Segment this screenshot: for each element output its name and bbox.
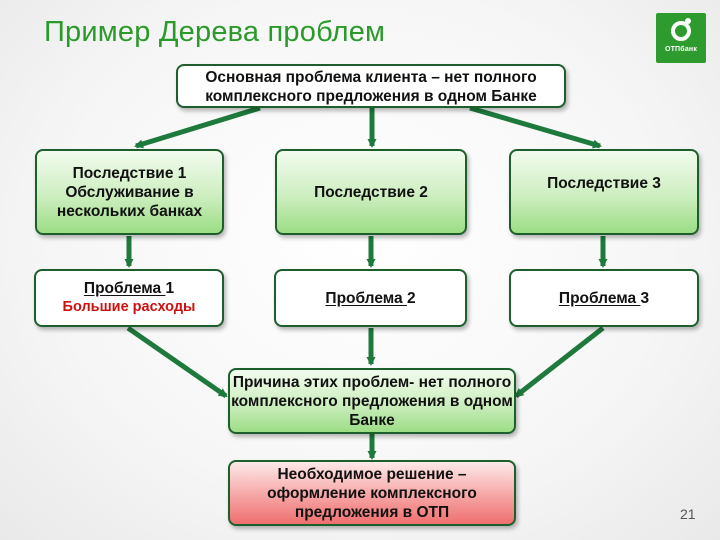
arrow-main-to-consequence-1 <box>134 105 261 149</box>
otp-logo-icon <box>671 18 691 41</box>
consequence-1-detail: Обслуживание в нескольких банках <box>56 183 203 220</box>
arrow-problem-3-to-cause <box>514 326 605 398</box>
problem-1-box: Проблема 1 Большие расходы <box>34 269 224 327</box>
page-number: 21 <box>680 506 696 522</box>
consequence-2-title: Последствие 2 <box>314 183 428 201</box>
solution-text: Необходимое решение – оформление комплек… <box>267 465 477 521</box>
consequence-3-title: Последствие 3 <box>547 175 661 192</box>
arrow-main-to-consequence-3 <box>469 105 602 149</box>
problem-3-label: Проблема <box>558 289 641 307</box>
solution-box: Необходимое решение – оформление комплек… <box>228 460 516 526</box>
problem-3-number: 3 <box>640 289 650 307</box>
main-problem-box: Основная проблема клиента – нет полного … <box>176 64 566 108</box>
main-problem-text: Основная проблема клиента – нет полного … <box>205 69 537 105</box>
cause-box: Причина этих проблем- нет полного компле… <box>228 368 516 434</box>
page-title: Пример Дерева проблем <box>44 16 386 48</box>
otp-bank-logo: ОТПбанк <box>656 13 706 63</box>
problem-2-box: Проблема 2 <box>274 269 467 327</box>
consequence-2-box: Последствие 2 <box>275 149 467 235</box>
problem-3-heading: Проблема 3 <box>559 289 649 308</box>
arrow-problem-1-to-cause <box>126 325 228 399</box>
problem-1-number: 1 <box>165 280 175 297</box>
problem-1-detail: Большие расходы <box>62 299 196 315</box>
problem-2-number: 2 <box>406 289 416 307</box>
problem-1-label: Проблема <box>83 280 166 297</box>
consequence-3-box: Последствие 3 <box>509 149 699 235</box>
problem-2-heading: Проблема 2 <box>325 289 415 308</box>
problem-1-heading: Проблема 1 <box>84 279 174 298</box>
problem-2-label: Проблема <box>325 289 407 307</box>
problem-3-box: Проблема 3 <box>509 269 699 327</box>
consequence-1-box: Последствие 1 Обслуживание в нескольких … <box>35 149 224 235</box>
consequence-1-title: Последствие 1 <box>72 164 187 182</box>
logo-text: ОТПбанк <box>664 46 698 53</box>
cause-text: Причина этих проблем- нет полного компле… <box>231 373 513 429</box>
